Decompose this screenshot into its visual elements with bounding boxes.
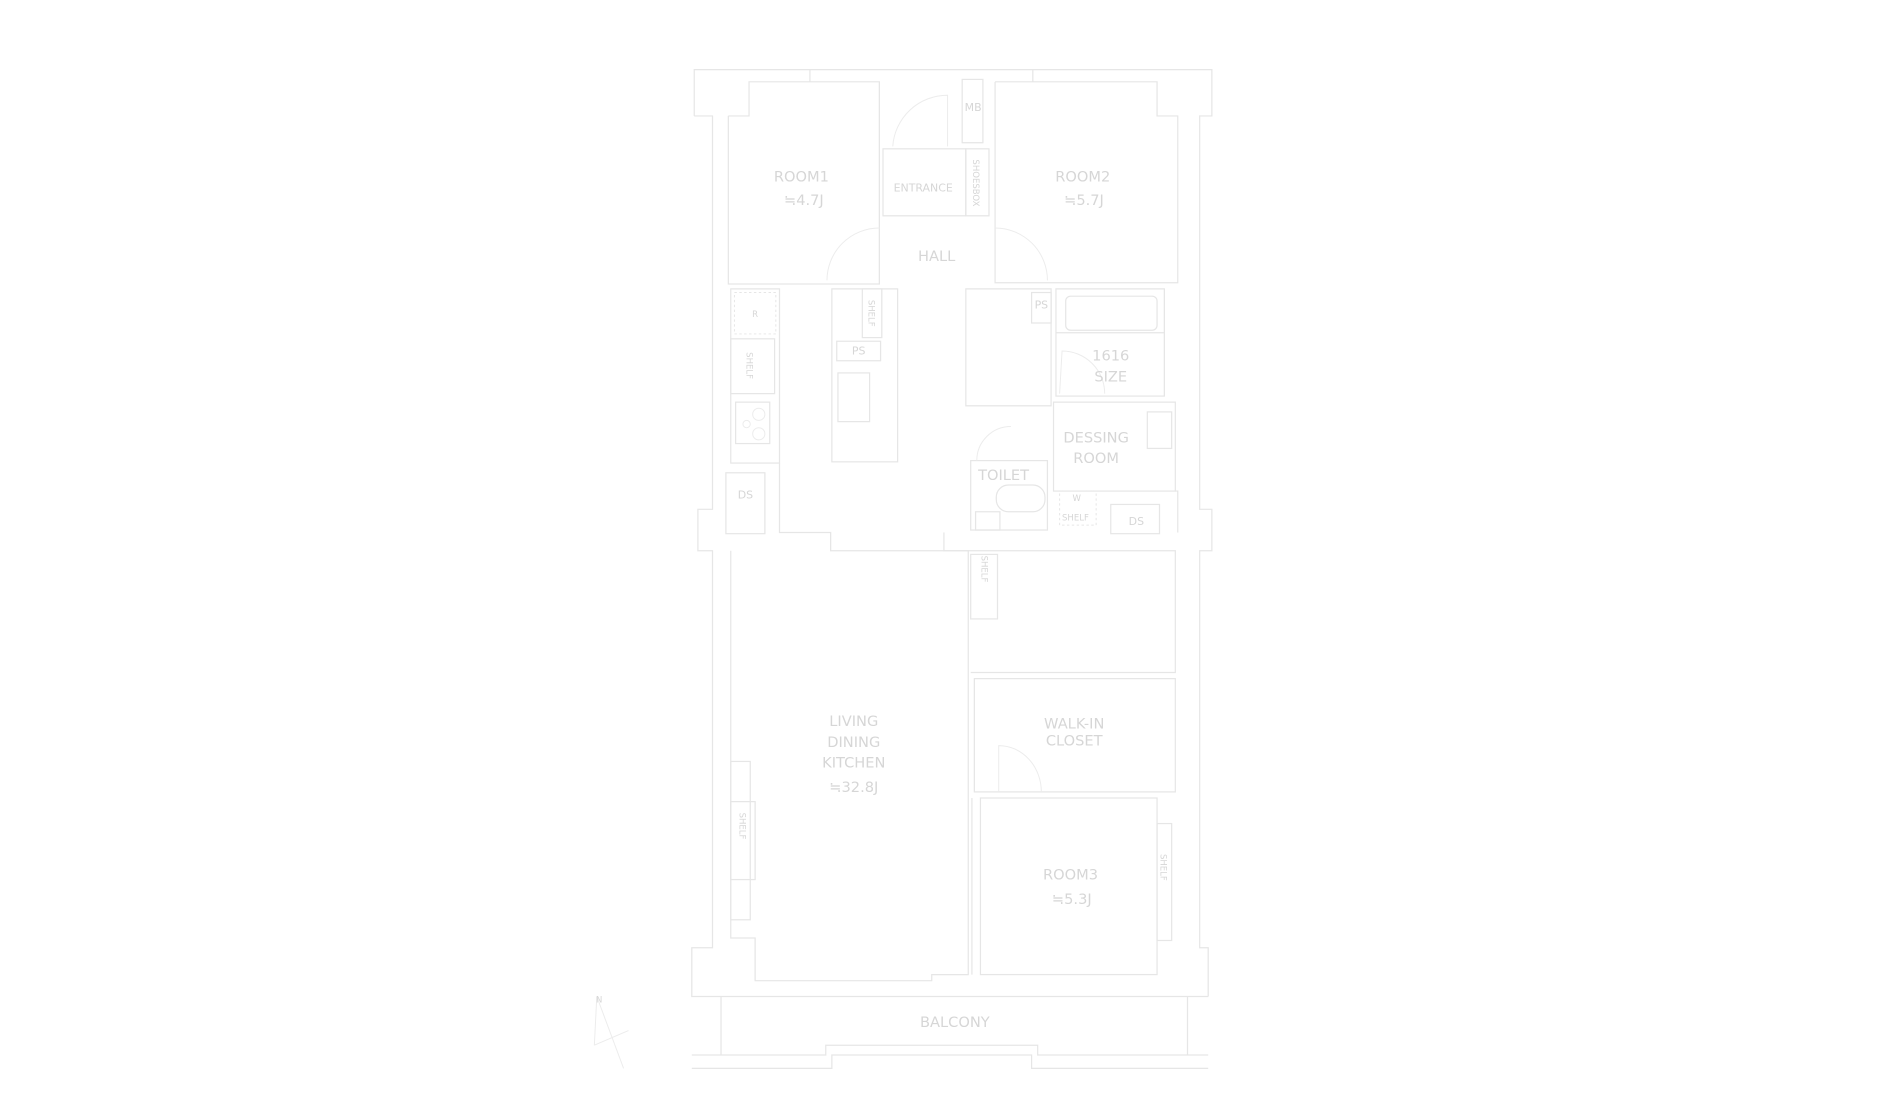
- outer-walls: [691, 69, 1213, 998]
- ldk-line3: KITCHEN: [822, 755, 885, 772]
- kitchen-counter: [725, 288, 899, 535]
- room2-size: ≒5.7J: [1064, 192, 1104, 209]
- living-fixtures: [730, 553, 1176, 976]
- kitchen-shelf-label: SHELF: [744, 352, 754, 379]
- room1-name: ROOM1: [774, 169, 829, 186]
- dressing-line2: ROOM: [1073, 450, 1119, 467]
- ldk-shelf-label: SHELF: [736, 813, 746, 840]
- toilet-label: TOILET: [977, 467, 1029, 484]
- walkin-line1: WALK-IN: [1044, 716, 1104, 733]
- ldk-line2: DINING: [827, 734, 880, 751]
- room3-size: ≒5.3J: [1052, 891, 1092, 908]
- mb-label: MB: [965, 101, 982, 114]
- ds-right-label: DS: [1129, 515, 1144, 528]
- hall-label: HALL: [918, 248, 956, 265]
- room2-name: ROOM2: [1055, 169, 1110, 186]
- hall-shelf-label: SHELF: [979, 556, 989, 583]
- dressing-line1: DESSING: [1063, 429, 1129, 446]
- entrance-label: ENTRANCE: [894, 181, 953, 194]
- island-shelf-label: SHELF: [865, 300, 875, 327]
- shoesbox-label: SHOESBOX: [970, 159, 980, 206]
- dressing-shelf-label: SHELF: [1062, 513, 1089, 523]
- walkin-line2: CLOSET: [1046, 733, 1103, 750]
- ldk-size: ≒32.8J: [829, 779, 878, 796]
- room1-size: ≒4.7J: [784, 192, 824, 209]
- room3-name: ROOM3: [1043, 867, 1098, 884]
- bath-ps-label: PS: [1035, 298, 1049, 311]
- ldk-line1: LIVING: [829, 713, 878, 730]
- bath-size-line2: SIZE: [1094, 368, 1127, 385]
- kitchen-ps-label: PS: [852, 345, 866, 358]
- compass-north-label: N: [596, 996, 602, 1006]
- entrance-area: [826, 78, 1048, 281]
- room3-shelf-label: SHELF: [1158, 854, 1168, 881]
- wet-area: [965, 288, 1176, 535]
- refrigerator-label: R: [752, 310, 758, 320]
- washer-label: W: [1072, 494, 1081, 504]
- compass-icon: N: [593, 996, 629, 1069]
- bath-size-line1: 1616: [1092, 348, 1129, 365]
- ds-left-label: DS: [738, 488, 753, 501]
- balcony-label: BALCONY: [920, 1014, 990, 1031]
- balcony-outline: [691, 996, 1209, 1069]
